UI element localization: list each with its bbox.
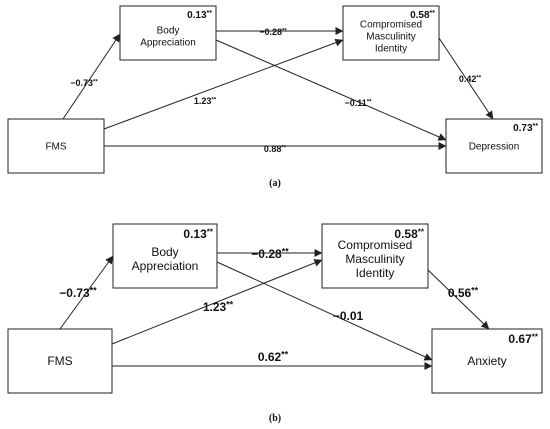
significance-stars: ** bbox=[476, 75, 481, 81]
coefficient-value: 0.56 bbox=[448, 286, 472, 300]
r-squared-value: 0.13** bbox=[183, 227, 213, 241]
panel-label: (b) bbox=[269, 413, 281, 424]
path-arrow-comp-to-out bbox=[438, 37, 494, 120]
node-label-line: Identity bbox=[356, 266, 395, 280]
path-coefficient-fms-to-out: 0.62** bbox=[258, 349, 289, 364]
coefficient-value: 0.42 bbox=[459, 74, 477, 84]
node-label-line: Appreciation bbox=[132, 259, 199, 273]
node-outcome: Depression 0.73** bbox=[445, 118, 543, 174]
path-arrow-fms-to-body bbox=[59, 255, 114, 330]
path-arrow-fms-to-comp bbox=[103, 38, 344, 130]
node-label-line: Compromised bbox=[338, 238, 413, 252]
node-box bbox=[342, 5, 440, 61]
r-squared-number: 0.73 bbox=[513, 123, 533, 134]
path-coefficient-comp-to-out: 0.56** bbox=[448, 285, 479, 300]
r-squared-value: 0.67** bbox=[508, 332, 538, 346]
path-coefficient-body-to-comp: −0.28** bbox=[259, 27, 287, 37]
node-fms: FMS bbox=[7, 328, 113, 394]
path-arrow-comp-to-out bbox=[427, 269, 490, 330]
node-box bbox=[119, 5, 217, 61]
r-squared-value: 0.73** bbox=[513, 123, 538, 134]
coefficient-value: 0.88 bbox=[264, 144, 282, 154]
node-label-line: Appreciation bbox=[140, 38, 196, 49]
significance-stars: ** bbox=[281, 145, 286, 151]
significance-stars: ** bbox=[367, 99, 372, 105]
node-box bbox=[431, 328, 543, 394]
r-squared-number: 0.58 bbox=[410, 10, 430, 21]
significance-stars: ** bbox=[471, 285, 479, 295]
panel-b: BodyAppreciation0.13**CompromisedMasculi… bbox=[7, 223, 543, 424]
coefficient-value: 0.62 bbox=[258, 350, 282, 364]
coefficient-value: −0.28 bbox=[251, 247, 282, 261]
node-label-line: FMS bbox=[45, 142, 66, 153]
coefficient-value: −0.01 bbox=[333, 309, 364, 323]
node-box bbox=[7, 328, 113, 394]
path-coefficient-comp-to-out: 0.42** bbox=[459, 74, 482, 84]
significance-stars: ** bbox=[207, 10, 213, 17]
node-label-line: Anxiety bbox=[467, 354, 506, 368]
path-coefficient-fms-to-body: −0.73** bbox=[70, 78, 98, 88]
node-box bbox=[7, 118, 105, 174]
path-arrow-body-to-out bbox=[215, 39, 447, 141]
r-squared-number: 0.13 bbox=[187, 10, 207, 21]
r-squared-number: 0.67 bbox=[508, 332, 532, 346]
r-squared-number: 0.58 bbox=[394, 227, 418, 241]
coefficient-value: 1.23 bbox=[194, 96, 212, 106]
node-label-line: Compromised bbox=[360, 20, 422, 31]
coefficient-value: −0.73 bbox=[59, 286, 90, 300]
significance-stars: ** bbox=[226, 299, 234, 309]
significance-stars: ** bbox=[430, 10, 436, 17]
path-coefficient-body-to-comp: −0.28** bbox=[251, 246, 289, 261]
significance-stars: ** bbox=[282, 246, 290, 256]
r-squared-number: 0.13 bbox=[183, 227, 207, 241]
path-coefficient-fms-to-comp: 1.23** bbox=[203, 299, 234, 314]
significance-stars: ** bbox=[418, 227, 425, 236]
node-fms: FMS bbox=[7, 118, 105, 174]
r-squared-value: 0.58** bbox=[394, 227, 424, 241]
panel-a: BodyAppreciation0.13**CompromisedMasculi… bbox=[7, 5, 543, 189]
path-coefficient-fms-to-body: −0.73** bbox=[59, 285, 97, 300]
significance-stars: ** bbox=[532, 332, 539, 341]
significance-stars: ** bbox=[211, 97, 216, 103]
significance-stars: ** bbox=[90, 285, 98, 295]
path-coefficient-body-to-out: −0.11** bbox=[345, 98, 373, 108]
significance-stars: ** bbox=[282, 28, 287, 34]
coefficient-value: 1.23 bbox=[203, 300, 227, 314]
coefficient-value: −0.11 bbox=[345, 98, 367, 108]
coefficient-value: −0.73 bbox=[70, 78, 93, 88]
node-label-line: Masculinity bbox=[366, 32, 415, 43]
node-box bbox=[445, 118, 543, 174]
node-label-line: FMS bbox=[47, 354, 72, 368]
r-squared-value: 0.58** bbox=[410, 10, 435, 21]
coefficient-value: −0.28 bbox=[259, 27, 282, 37]
significance-stars: ** bbox=[207, 227, 214, 236]
panel-label: (a) bbox=[269, 178, 281, 189]
path-coefficient-fms-to-comp: 1.23** bbox=[194, 96, 217, 106]
path-arrow-fms-to-comp bbox=[111, 259, 323, 345]
significance-stars: ** bbox=[533, 123, 539, 130]
node-box bbox=[321, 223, 429, 289]
node-label-line: Body bbox=[157, 26, 180, 37]
significance-stars: ** bbox=[93, 79, 98, 85]
node-box bbox=[112, 223, 218, 289]
r-squared-value: 0.13** bbox=[187, 10, 212, 21]
path-coefficient-fms-to-out: 0.88** bbox=[264, 144, 287, 154]
node-label-line: Body bbox=[151, 245, 178, 259]
node-label-line: Identity bbox=[375, 44, 407, 55]
path-arrow-fms-to-body bbox=[62, 33, 121, 120]
node-label-line: Depression bbox=[469, 142, 520, 153]
node-label-line: Masculinity bbox=[345, 252, 404, 266]
path-arrow-body-to-out bbox=[216, 261, 433, 361]
significance-stars: ** bbox=[281, 349, 289, 359]
path-coefficient-body-to-out: −0.01 bbox=[333, 309, 364, 323]
